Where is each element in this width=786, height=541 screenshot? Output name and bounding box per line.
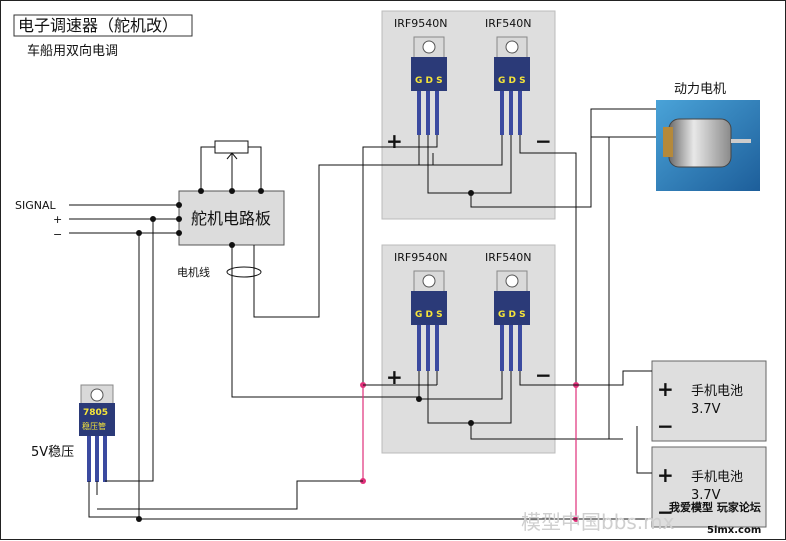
battery-2-voltage: 3.7V	[691, 488, 721, 503]
watermark-text: 模型中国bbs.mx	[521, 510, 675, 534]
battery-1-voltage: 3.7V	[691, 402, 721, 417]
regulator-wires	[88, 219, 154, 519]
hbridge-bottom-plus: +	[386, 365, 403, 389]
mosfet-bottom-right-pins: G D S	[498, 310, 526, 320]
hbridge-top-minus: −	[535, 129, 552, 153]
mosfet-bottom-left	[411, 270, 447, 371]
hbridge-top-panel	[381, 10, 556, 220]
potentiometer	[214, 140, 249, 154]
mosfet-bottom-right-label: IRF540N	[485, 251, 531, 264]
regulator-chip-sub: 稳压管	[82, 421, 106, 431]
motor-label: 动力电机	[674, 82, 726, 97]
mosfet-top-left	[411, 36, 447, 135]
mosfet-bottom-left-label: IRF9540N	[394, 251, 447, 264]
signal-label: SIGNAL	[15, 199, 57, 212]
hbridge-top-plus: +	[386, 129, 403, 153]
regulator-body	[79, 403, 115, 436]
battery-1-minus: −	[657, 414, 674, 438]
title-box	[13, 14, 193, 37]
motor-wire-label: 电机线	[177, 265, 210, 279]
mosfet-top-left-label: IRF9540N	[394, 17, 447, 30]
mosfet-top-right-label: IRF540N	[485, 17, 531, 30]
regulator-label: 5V稳压	[31, 444, 74, 460]
mosfet-top-right	[494, 36, 530, 135]
hbridge-bottom-minus: −	[535, 363, 552, 387]
regulator-chip: 7805	[83, 408, 108, 418]
mosfet-top-right-pins: G D S	[498, 76, 526, 86]
plus-input-label: +	[53, 213, 62, 226]
motor-wire-bundle	[226, 266, 262, 278]
diagram-subtitle: 车船用双向电调	[27, 43, 118, 59]
battery-1	[651, 360, 767, 442]
minus-input-label: −	[53, 228, 62, 241]
diagram-title: 电子调速器（舵机改）	[18, 16, 178, 35]
power-rails	[362, 385, 577, 519]
battery-2	[651, 446, 767, 528]
mosfet-bottom-left-pins: G D S	[415, 310, 443, 320]
servo-board-label: 舵机电路板	[191, 209, 271, 228]
mosfet-top-left-pins: G D S	[415, 76, 443, 86]
input-wires	[69, 204, 179, 234]
pot-wiper	[226, 152, 238, 160]
battery-2-minus: −	[657, 500, 674, 524]
battery-wires	[97, 370, 652, 520]
mosfet-bottom-right	[494, 270, 530, 371]
battery-1-name: 手机电池	[691, 384, 743, 399]
battery-2-name: 手机电池	[691, 470, 743, 485]
battery-2-plus: +	[657, 463, 674, 487]
motor-can	[668, 118, 732, 168]
watermark-text-2: 我爱模型 玩家论坛	[669, 500, 761, 514]
servo-motor-wire-a	[253, 153, 434, 318]
battery-1-plus: +	[657, 377, 674, 401]
watermark-text-3: 5imx.com	[707, 525, 761, 536]
pot-wires	[200, 146, 262, 191]
